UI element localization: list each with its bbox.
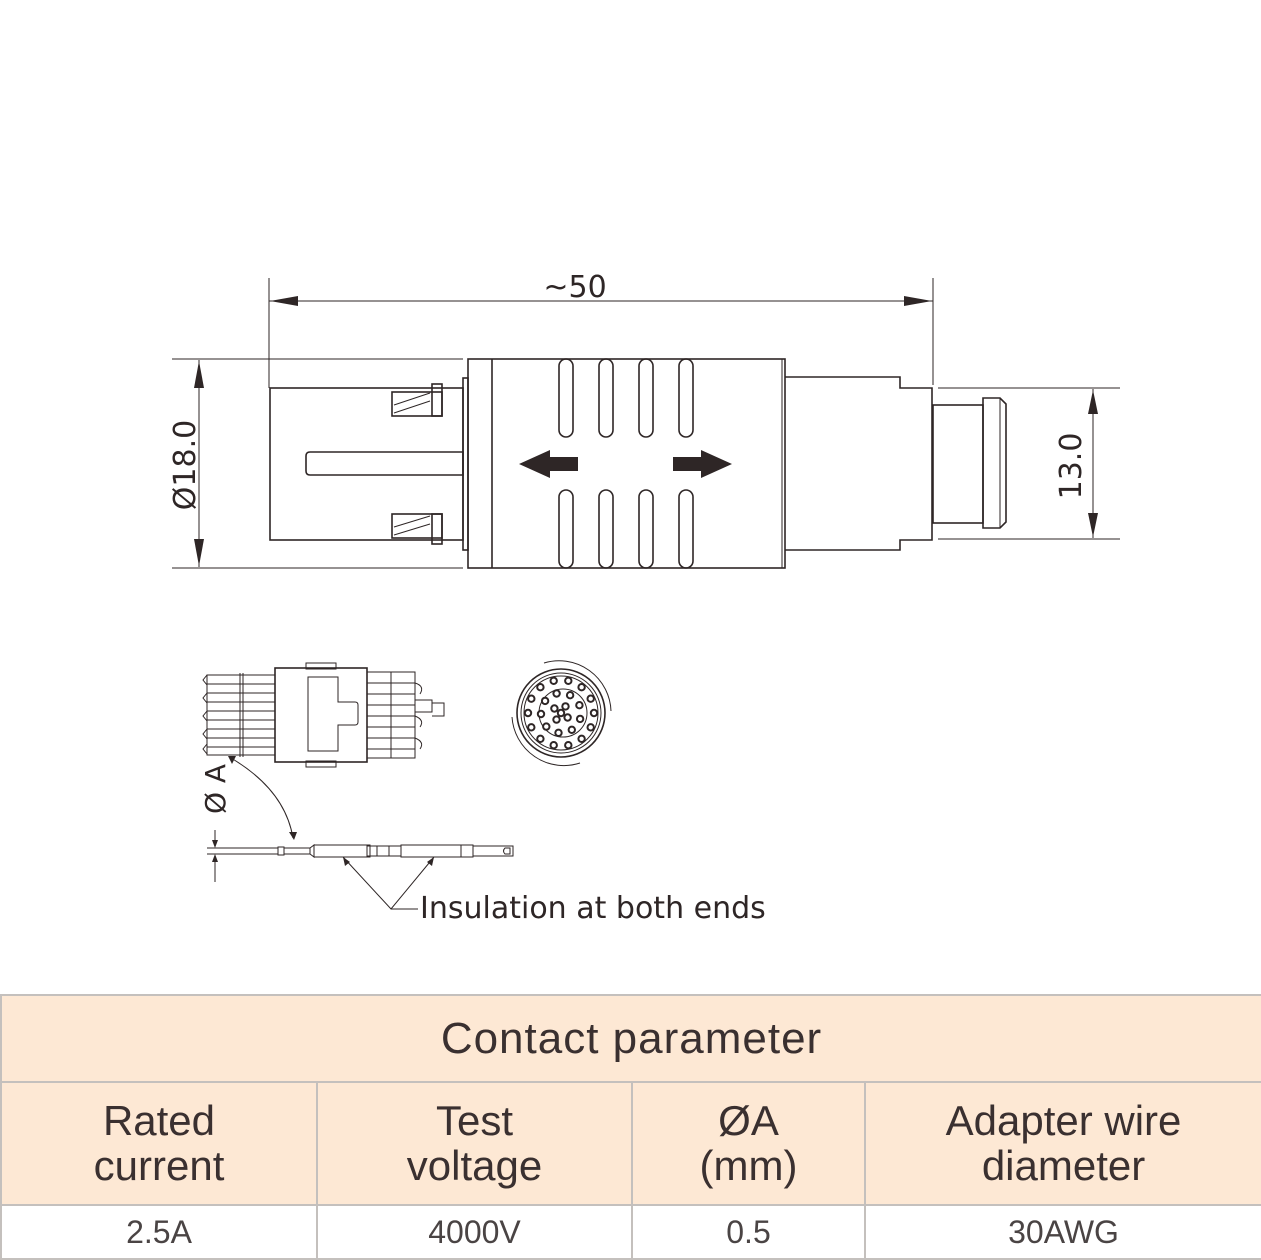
header-test-voltage: Test voltage (316, 1080, 633, 1206)
leader-arrow-icon (343, 857, 350, 866)
contact-hole (549, 741, 558, 750)
grip-grooves (558, 358, 694, 569)
dimension-arrow-down-icon (1088, 513, 1098, 537)
leader-arrow-icon (427, 857, 434, 866)
dimension-arrow-up-icon (1088, 390, 1098, 414)
table-title-row: Contact parameter (0, 994, 1261, 1083)
value-rated-current: 2.5A (0, 1203, 318, 1260)
contact-hole (577, 683, 586, 692)
contact-diameter-label: Ø A (199, 764, 232, 814)
dimension-arrow-left-icon (270, 296, 298, 306)
dimension-arrow-down-icon (212, 840, 218, 848)
value-diameter-a: 0.5 (631, 1203, 866, 1260)
contact-hole (549, 676, 558, 685)
length-dimension: ~50 (268, 270, 934, 388)
header-line: ØA (718, 1096, 779, 1144)
dimension-arrow-right-icon (904, 296, 932, 306)
contact-hole (542, 722, 551, 731)
header-rated-current: Rated current (0, 1080, 318, 1206)
header-diameter-a: ØA (mm) (631, 1080, 866, 1206)
header-line: Test (435, 1096, 514, 1144)
contact-hole (536, 709, 546, 719)
contact-hole (589, 708, 599, 718)
header-line: (mm) (699, 1142, 798, 1190)
header-line: voltage (406, 1142, 543, 1190)
sleeve-body (467, 358, 786, 569)
contact-pins-left (202, 673, 276, 757)
header-line: diameter (981, 1142, 1146, 1190)
diameter-dimension: Ø18.0 (168, 358, 463, 569)
header-adapter-wire-diameter: Adapter wire diameter (863, 1080, 1261, 1206)
table-header-row: Rated current Test voltage ØA (mm) Adapt… (0, 1080, 1261, 1206)
contact-hole (564, 676, 573, 685)
contact-hole (567, 725, 576, 734)
connector-technical-drawing: ~50 Ø18.0 (168, 270, 1120, 926)
insert-front-face (511, 660, 612, 767)
contact-hole (563, 713, 572, 722)
contact-hole (554, 728, 563, 737)
table-title: Contact parameter (0, 994, 1261, 1083)
contact-hole (552, 689, 561, 698)
rear-body (785, 376, 1007, 551)
contact-pins-right (366, 671, 445, 759)
contact-parameter-table: Contact parameter Rated current Test vol… (0, 994, 1261, 1260)
insert-side-view (202, 662, 445, 768)
contact-hole (564, 741, 573, 750)
contact-hole (540, 696, 550, 706)
value-test-voltage: 4000V (316, 1203, 633, 1260)
table-row: 2.5A 4000V 0.5 30AWG (0, 1203, 1261, 1260)
insert-body (274, 662, 368, 768)
contact-pin (207, 844, 514, 858)
insulation-note: Insulation at both ends (420, 891, 766, 926)
dimension-arrow-up-icon (194, 361, 204, 388)
contact-hole (561, 702, 570, 711)
cable-dimension-label: 13.0 (1054, 433, 1089, 500)
contact-hole (536, 734, 545, 743)
header-line: Adapter wire (945, 1096, 1182, 1144)
contact-hole (552, 715, 561, 724)
front-plug (269, 377, 469, 551)
contact-hole (527, 723, 536, 732)
dimension-arrow-down-icon (194, 539, 204, 566)
leader-arrow-icon (289, 832, 297, 840)
push-arrow-right-icon (673, 450, 732, 478)
pull-arrow-left-icon (519, 450, 578, 478)
contact-hole (556, 708, 566, 718)
contact-hole (565, 691, 575, 700)
contact-hole (575, 701, 584, 710)
contact-hole (536, 683, 545, 692)
diameter-dimension-label: Ø18.0 (168, 420, 203, 510)
contact-hole (550, 704, 559, 713)
contact-hole (586, 723, 595, 732)
contact-hole (527, 694, 536, 703)
length-dimension-label: ~50 (543, 270, 606, 305)
dimension-arrow-up-icon (212, 854, 218, 862)
contact-hole (577, 734, 586, 743)
latch-bottom (391, 513, 443, 545)
contact-hole (586, 694, 595, 703)
contact-hole (575, 714, 585, 724)
value-adapter-wire-diameter: 30AWG (863, 1203, 1261, 1260)
latch-top (391, 383, 443, 417)
main-side-view: ~50 Ø18.0 (168, 270, 1120, 569)
header-line: current (93, 1142, 225, 1190)
cable-dimension: 13.0 (938, 387, 1120, 540)
header-line: Rated (102, 1096, 216, 1144)
contact-detail: Ø A Insulation at both ends (199, 756, 766, 926)
leader-arrow-icon (228, 756, 236, 764)
contact-hole (523, 708, 533, 718)
